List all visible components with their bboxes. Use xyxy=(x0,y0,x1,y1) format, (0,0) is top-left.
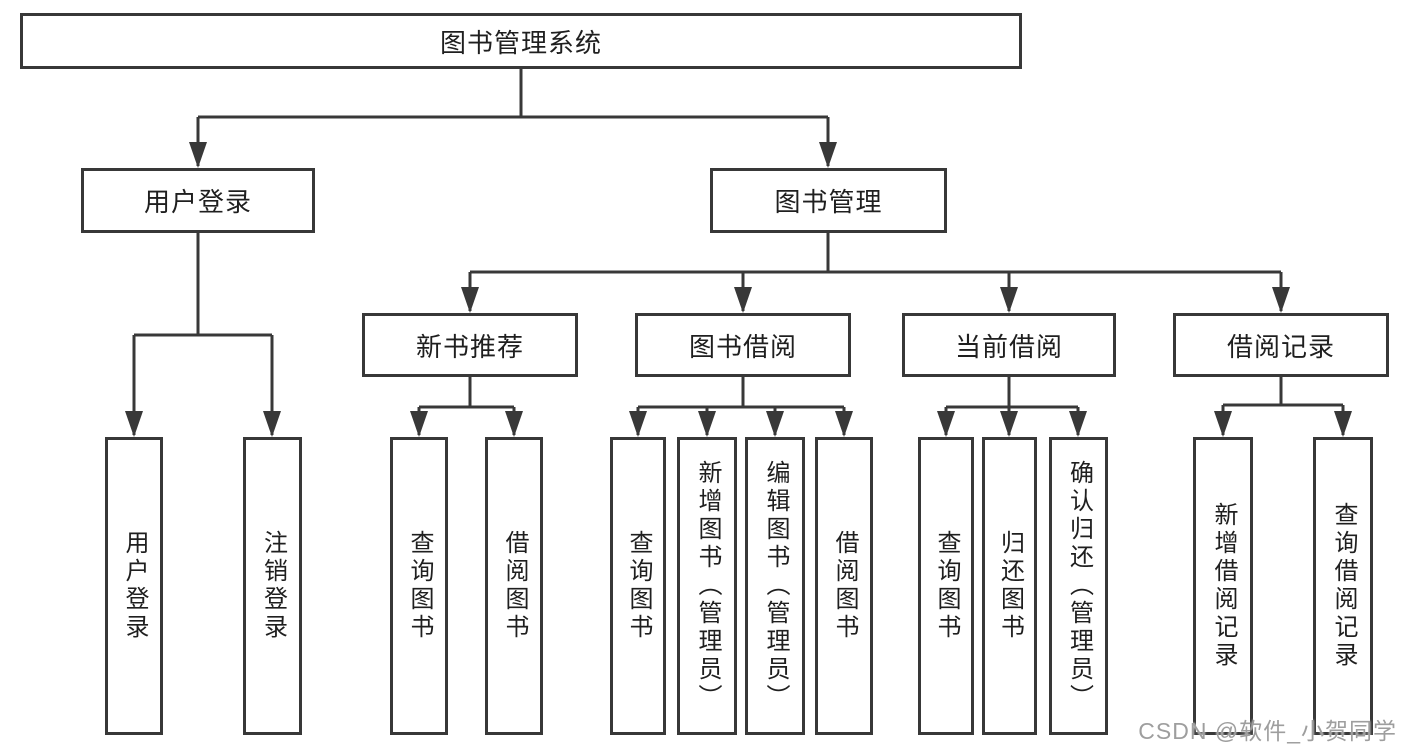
node-label: 图书管理 xyxy=(774,187,883,217)
node-label: 查询图书 xyxy=(406,530,433,642)
node-label: 编辑图书（管理员） xyxy=(762,460,789,712)
node-label: 当前借阅 xyxy=(954,331,1063,362)
leaf-borrowing-query-books: 查询图书 xyxy=(610,437,666,735)
node-label: 借阅图书 xyxy=(831,530,858,642)
leaf-borrowing-add-books-admin: 新增图书（管理员） xyxy=(677,437,737,735)
arrowhead-icons xyxy=(125,142,1352,437)
node-user-login: 用户登录 xyxy=(81,168,315,233)
leaf-borrowing-edit-books-admin: 编辑图书（管理员） xyxy=(745,437,805,735)
node-label: 归还图书 xyxy=(996,530,1024,642)
node-label: 注销登录 xyxy=(259,530,287,642)
node-label: 图书管理系统 xyxy=(439,27,602,58)
leaf-records-query-borrow-record: 查询借阅记录 xyxy=(1313,437,1373,735)
csdn-watermark: CSDN @软件_小贺同学 xyxy=(1138,718,1397,744)
node-borrowing-records: 借阅记录 xyxy=(1173,313,1389,377)
leaf-current-query-books: 查询图书 xyxy=(918,437,974,735)
node-label: 图书借阅 xyxy=(688,331,797,362)
node-new-book-recommend: 新书推荐 xyxy=(362,313,578,377)
leaf-current-return-books: 归还图书 xyxy=(982,437,1037,735)
node-label: 查询借阅记录 xyxy=(1330,502,1357,670)
node-book-management: 图书管理 xyxy=(710,168,947,233)
node-label: 新增图书（管理员） xyxy=(694,460,721,712)
leaf-newrec-query-books: 查询图书 xyxy=(390,437,448,735)
leaf-current-confirm-return-admin: 确认归还（管理员） xyxy=(1049,437,1108,735)
node-label: 用户登录 xyxy=(121,530,148,642)
node-label: 查询图书 xyxy=(933,530,960,642)
node-label: 新增借阅记录 xyxy=(1210,502,1237,670)
leaf-newrec-borrow-books: 借阅图书 xyxy=(485,437,543,735)
node-label: 新书推荐 xyxy=(415,331,524,362)
leaf-logout: 注销登录 xyxy=(243,437,302,735)
node-library-management-system: 图书管理系统 xyxy=(20,13,1022,69)
leaf-user-login: 用户登录 xyxy=(105,437,163,735)
node-label: 确认归还（管理员） xyxy=(1065,460,1093,712)
node-label: 借阅图书 xyxy=(501,530,528,642)
leaf-records-add-borrow-record: 新增借阅记录 xyxy=(1193,437,1253,735)
node-label: 借阅记录 xyxy=(1226,331,1335,362)
node-book-borrowing: 图书借阅 xyxy=(635,313,851,377)
node-label: 用户登录 xyxy=(143,187,252,217)
node-label: 查询图书 xyxy=(625,530,652,642)
node-current-borrowing: 当前借阅 xyxy=(902,313,1116,377)
leaf-borrowing-borrow-books: 借阅图书 xyxy=(815,437,873,735)
